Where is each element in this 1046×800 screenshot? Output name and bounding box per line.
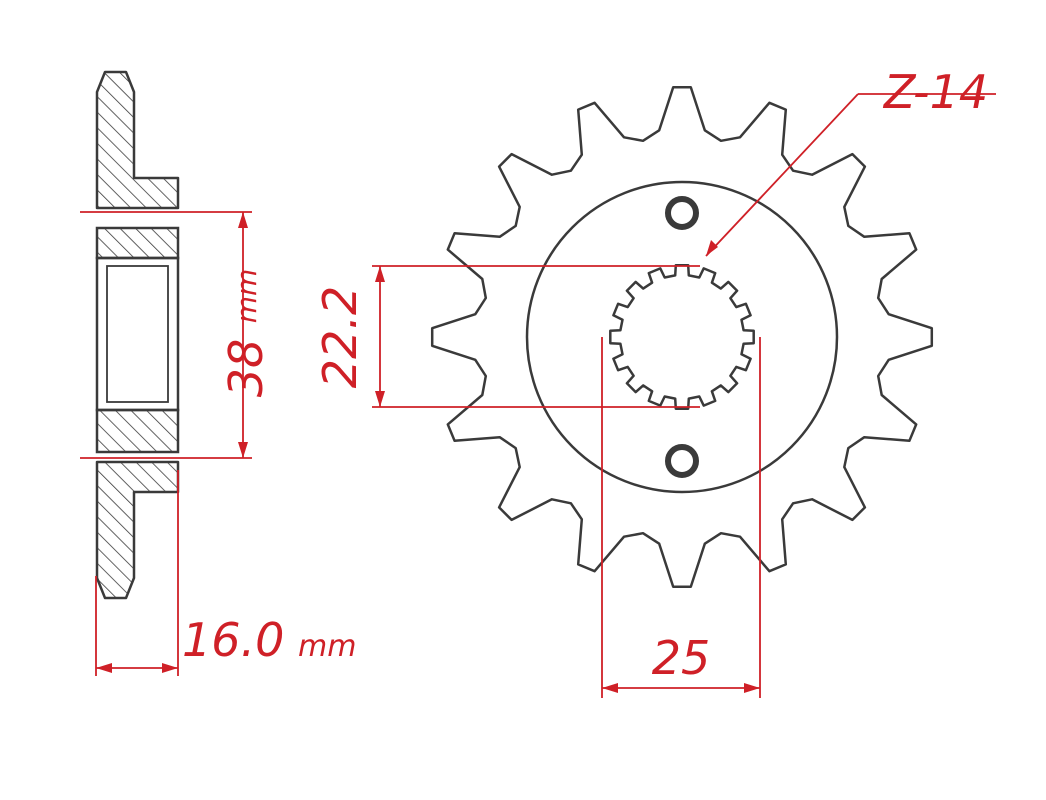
side-dimension-arrows: [96, 212, 248, 673]
hole-height-unit: mm: [230, 269, 263, 324]
front-dimensions: [372, 93, 996, 698]
front-dimension-arrows: [375, 240, 760, 693]
side-view-hub-band-bottom: [95, 408, 180, 454]
side-view-bore: [95, 256, 180, 412]
hub-circle: [525, 180, 839, 494]
spline-width-value: 25: [652, 631, 711, 685]
spline-bore-outline: [609, 264, 755, 410]
side-view-bore-inner: [106, 265, 169, 403]
side-view-upper-section: [95, 70, 180, 210]
thickness-value: 16.0: [182, 613, 284, 667]
mounting-hole-top: [665, 196, 699, 230]
side-view-hub-band-top: [95, 226, 180, 260]
thickness-unit: mm: [298, 629, 356, 664]
front-view: [430, 85, 934, 589]
side-view: [95, 70, 180, 600]
sprocket-outline: [430, 85, 934, 589]
hole-height-value: 38: [219, 339, 273, 398]
mounting-hole-bottom: [665, 444, 699, 478]
side-view-lower-section: [95, 460, 180, 600]
spline-diameter-value: 22.2: [313, 286, 367, 388]
teeth-count-label: Z-14: [882, 65, 988, 119]
